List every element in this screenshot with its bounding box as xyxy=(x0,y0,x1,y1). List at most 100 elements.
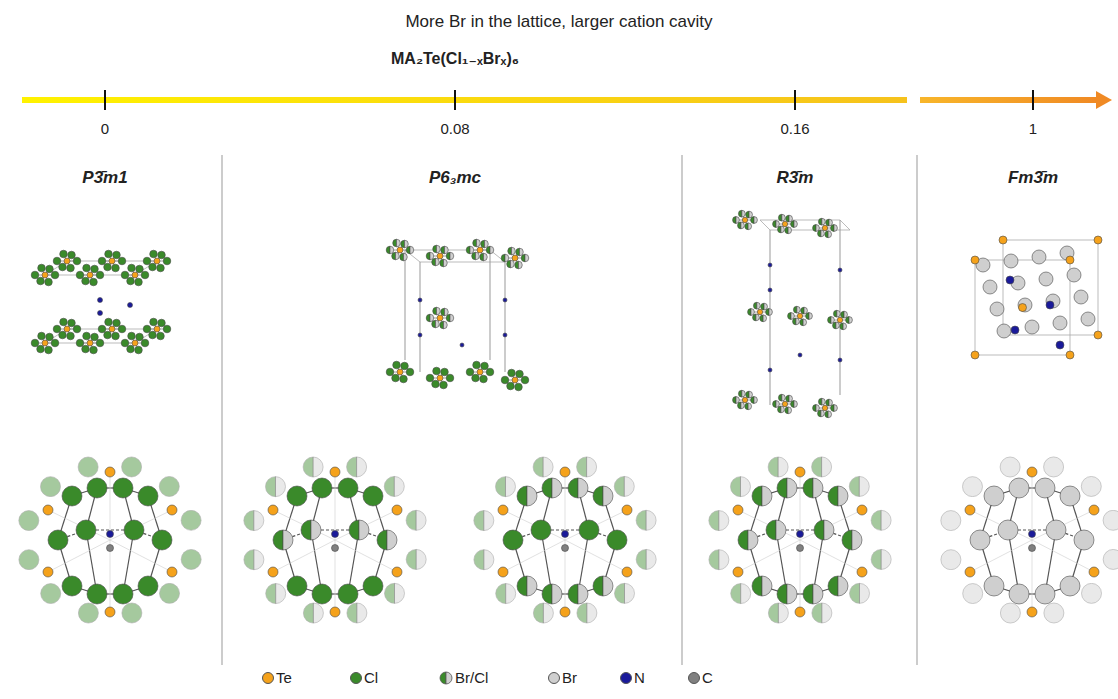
mixed-atom xyxy=(800,319,803,326)
space-group: R3̄m xyxy=(777,168,814,188)
br-atom xyxy=(997,324,1011,338)
te-atom xyxy=(154,258,160,264)
mixed-atom xyxy=(803,584,813,604)
br-atom xyxy=(1044,457,1064,477)
cl-atom xyxy=(59,331,67,339)
te-atom xyxy=(477,247,483,253)
legend-text: Cl xyxy=(364,669,378,686)
mixed-atom xyxy=(440,321,444,329)
cl-atom xyxy=(91,333,99,341)
cl-atom xyxy=(83,332,91,340)
cl-atom xyxy=(51,271,59,279)
composition-arrow xyxy=(920,97,1096,103)
mixed-atom xyxy=(615,583,625,603)
mixed-atom xyxy=(821,230,824,237)
te-atom xyxy=(512,377,518,383)
mixed-atom xyxy=(406,549,416,569)
cl-atom xyxy=(91,265,99,273)
te-atom xyxy=(42,340,48,346)
br-atom xyxy=(970,530,990,550)
br-atom xyxy=(941,511,961,531)
br-atom xyxy=(1032,250,1046,264)
te-atom xyxy=(109,326,115,332)
mixed-atom xyxy=(828,317,831,324)
mixed-atom xyxy=(484,253,488,261)
mixed-atom xyxy=(347,457,357,477)
mixed-atom xyxy=(568,584,578,604)
mixed-atom xyxy=(444,321,448,329)
mixed-atom xyxy=(485,240,489,248)
n-atom xyxy=(768,263,772,267)
mixed-atom xyxy=(405,240,409,248)
mixed-atom xyxy=(794,401,797,408)
mixed-atom xyxy=(757,302,760,309)
br-atom xyxy=(1060,486,1080,506)
mixed-atom xyxy=(520,248,524,256)
tick-value: 1 xyxy=(1029,120,1037,137)
br-atom xyxy=(1074,530,1094,550)
cl-atom xyxy=(60,250,68,258)
mixed-atom xyxy=(834,225,837,232)
mixed-atom xyxy=(786,215,789,222)
tick-value: 0.08 xyxy=(440,120,469,137)
mixed-atom xyxy=(484,550,494,570)
mixed-atom xyxy=(860,583,870,603)
mixed-atom xyxy=(741,402,744,409)
cl-atom xyxy=(508,369,516,377)
cl-atom xyxy=(515,383,523,391)
mixed-atom xyxy=(828,486,838,506)
br-atom xyxy=(1000,457,1020,477)
mixed-atom xyxy=(825,411,828,418)
cl-atom xyxy=(73,257,81,265)
br-atom xyxy=(1060,576,1080,596)
mixed-atom xyxy=(826,219,829,226)
n-atom xyxy=(460,343,464,347)
cl-atom xyxy=(68,319,76,327)
legend-swatch xyxy=(620,672,632,684)
mixed-atom xyxy=(473,239,477,247)
cl-atom xyxy=(501,376,509,384)
te-atom xyxy=(1094,236,1102,244)
te-atom xyxy=(167,567,177,577)
mixed-atom xyxy=(769,309,772,316)
mixed-atom xyxy=(803,478,813,498)
atom-drawings xyxy=(19,210,1118,623)
bond-line xyxy=(1032,472,1033,540)
mixed-atom xyxy=(266,584,276,604)
mixed-atom xyxy=(778,394,781,401)
mixed-atom xyxy=(745,223,748,230)
bond-line xyxy=(1003,335,1098,336)
mixed-atom xyxy=(849,476,859,496)
te-atom xyxy=(477,369,483,375)
bond-line xyxy=(760,220,770,230)
mixed-atom xyxy=(433,245,437,253)
cl-atom xyxy=(59,263,67,271)
mixed-atom xyxy=(818,410,821,417)
mixed-atom xyxy=(359,520,369,540)
mixed-atom xyxy=(733,397,736,404)
mixed-atom xyxy=(738,222,741,229)
br-atom xyxy=(1081,476,1101,496)
cl-atom xyxy=(181,549,201,569)
mixed-atom xyxy=(313,457,323,477)
bond-line xyxy=(420,262,421,372)
te-atom xyxy=(965,567,975,577)
tick-value: 0 xyxy=(101,120,109,137)
space-group: P3̄m1 xyxy=(82,168,127,188)
cl-atom xyxy=(73,325,81,333)
cl-atom xyxy=(113,584,133,604)
mixed-atom xyxy=(646,549,656,569)
space-group: Fm3̄m xyxy=(1008,168,1058,188)
cl-atom xyxy=(128,264,136,272)
mixed-atom xyxy=(525,254,529,262)
te-atom xyxy=(795,607,805,617)
cl-atom xyxy=(45,346,53,354)
mixed-atom xyxy=(752,486,762,506)
mixed-atom xyxy=(384,476,394,496)
te-atom xyxy=(43,567,53,577)
cl-atom xyxy=(386,368,394,376)
cl-atom xyxy=(401,362,409,370)
mixed-atom xyxy=(445,246,449,254)
mixed-atom xyxy=(311,520,321,540)
cl-atom xyxy=(87,478,107,498)
